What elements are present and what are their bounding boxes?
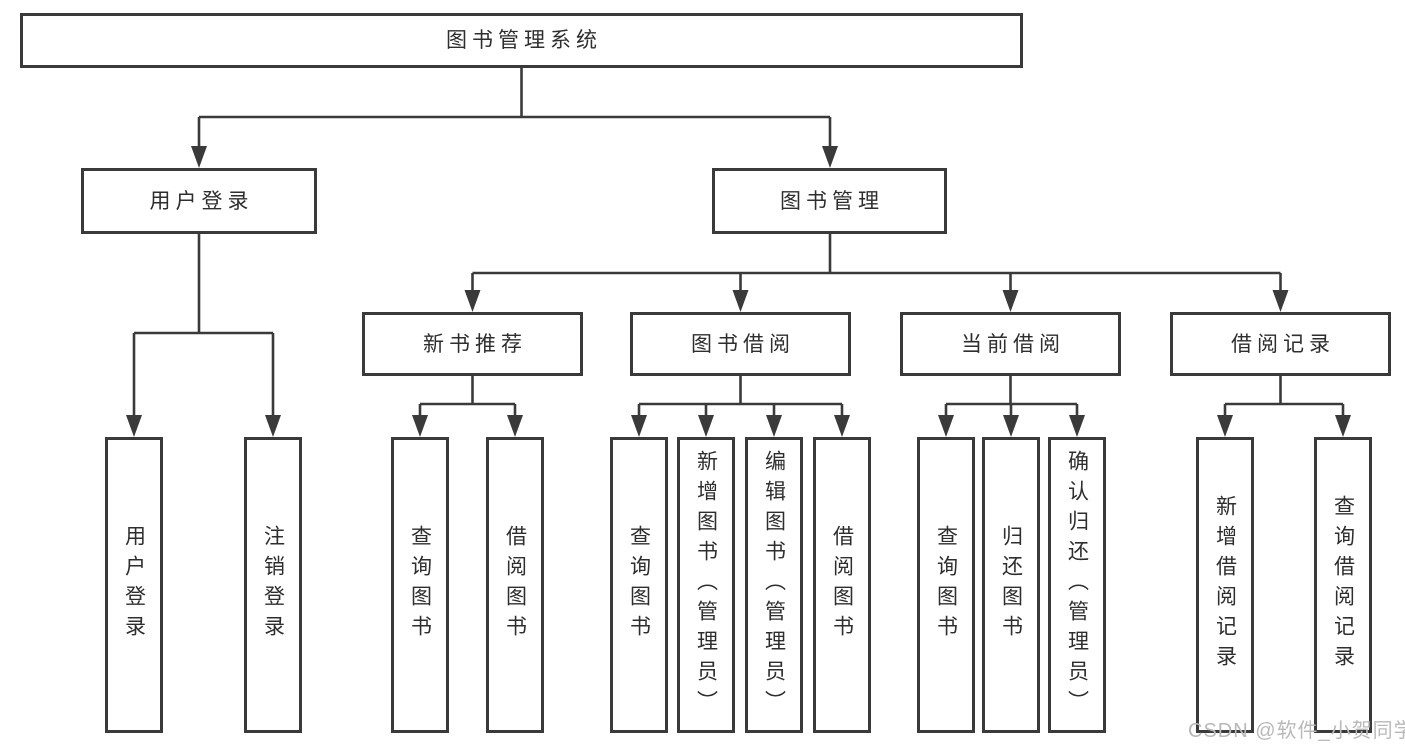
node-label: 借阅图书: [830, 525, 854, 645]
node-new-book-recommendation: 新书推荐: [362, 312, 583, 376]
leaf-logout: 注销登录: [244, 437, 302, 733]
node-label: 注销登录: [261, 525, 285, 645]
leaf-return-book: 归还图书: [982, 437, 1040, 733]
leaf-query-books-borrow: 查询图书: [610, 437, 668, 733]
leaf-user-login: 用户登录: [105, 437, 163, 733]
node-library-management-system: 图书管理系统: [20, 13, 1023, 68]
node-label: 查询图书: [934, 525, 958, 645]
node-label: 编辑图书（管理员）: [762, 450, 786, 720]
node-label: 用户登录: [149, 189, 254, 213]
node-label: 借阅图书: [503, 525, 527, 645]
node-label: 借阅记录: [1231, 332, 1335, 356]
node-label: 图书管理系统: [446, 29, 602, 52]
leaf-query-books-current: 查询图书: [917, 437, 975, 733]
node-label: 新增借阅记录: [1213, 495, 1237, 675]
node-label: 新书推荐: [423, 332, 527, 356]
csdn-watermark: CSDN @软件_小贺同学: [1188, 720, 1405, 742]
leaf-borrow-books: 借阅图书: [813, 437, 871, 733]
leaf-confirm-return-admin: 确认归还（管理员）: [1048, 437, 1106, 733]
node-label: 归还图书: [999, 525, 1023, 645]
node-label: 确认归还（管理员）: [1065, 450, 1089, 720]
node-book-management: 图书管理: [712, 168, 947, 234]
node-label: 用户登录: [122, 525, 146, 645]
node-label: 新增图书（管理员）: [694, 450, 718, 720]
node-borrowing-records: 借阅记录: [1170, 312, 1391, 376]
leaf-add-borrow-record: 新增借阅记录: [1196, 437, 1254, 733]
arrowheads: [126, 146, 1351, 437]
node-label: 查询图书: [408, 525, 432, 645]
leaf-query-books-recommend: 查询图书: [391, 437, 449, 733]
leaf-edit-book-admin: 编辑图书（管理员）: [745, 437, 803, 733]
node-label: 查询图书: [627, 525, 651, 645]
node-label: 当前借阅: [961, 332, 1065, 356]
node-current-borrowing: 当前借阅: [900, 312, 1121, 376]
node-label: 图书借阅: [691, 332, 795, 356]
node-label: 图书管理: [780, 189, 884, 213]
leaf-query-borrow-record: 查询借阅记录: [1314, 437, 1372, 733]
node-book-borrowing: 图书借阅: [630, 312, 851, 376]
node-user-login: 用户登录: [81, 168, 317, 234]
node-label: 查询借阅记录: [1331, 495, 1355, 675]
leaf-borrow-books-recommend: 借阅图书: [486, 437, 544, 733]
leaf-add-book-admin: 新增图书（管理员）: [677, 437, 735, 733]
